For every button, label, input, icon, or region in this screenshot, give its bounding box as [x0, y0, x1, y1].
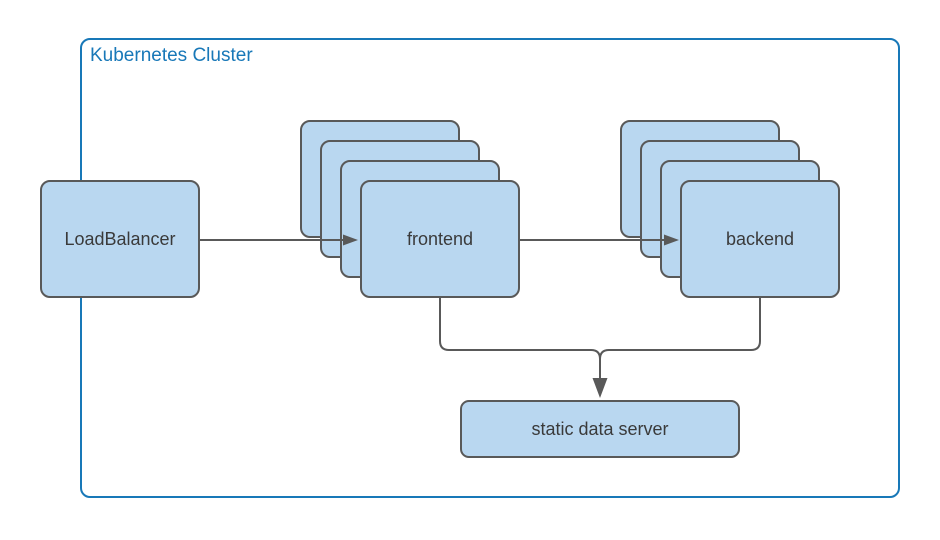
node-static-data-server-label: static data server [531, 418, 669, 439]
node-backend[interactable]: backend [680, 180, 840, 298]
node-stack-backend: backend [620, 120, 840, 298]
cluster-title: Kubernetes Cluster [90, 45, 253, 66]
node-frontend[interactable]: frontend [360, 180, 520, 298]
node-load-balancer[interactable]: LoadBalancer [40, 180, 200, 298]
node-backend-label: backend [725, 228, 795, 249]
node-frontend-label: frontend [406, 228, 474, 249]
node-load-balancer-label: LoadBalancer [64, 228, 176, 249]
node-static-data-server[interactable]: static data server [460, 400, 740, 458]
node-stack-frontend: frontend [300, 120, 520, 298]
